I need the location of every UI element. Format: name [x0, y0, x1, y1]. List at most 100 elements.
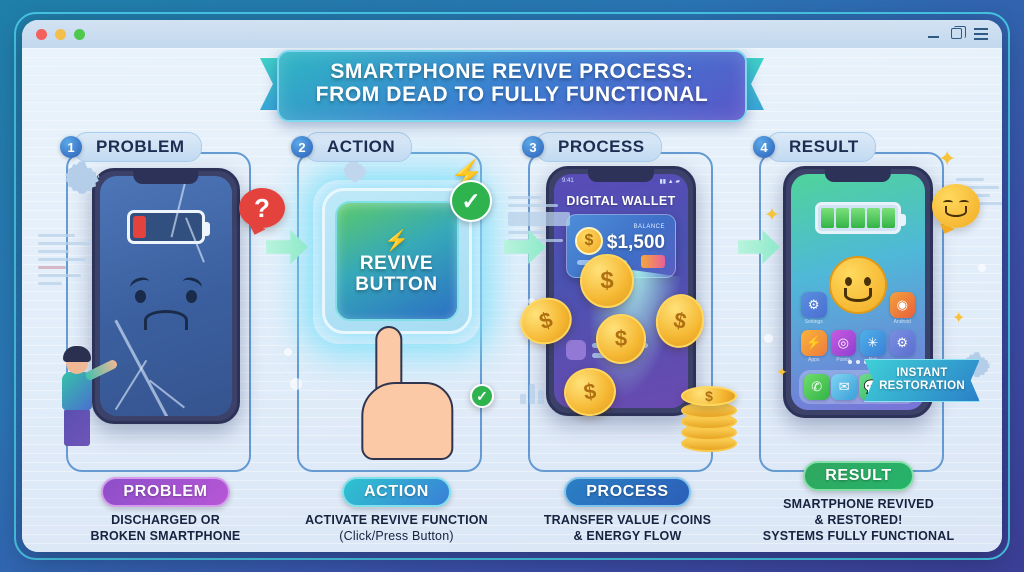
coin-icon: $	[580, 254, 634, 308]
caption-line-1: TRANSFER VALUE / COINS	[543, 513, 712, 527]
step-caption-process: TRANSFER VALUE / COINS & ENERGY FLOW	[512, 512, 743, 544]
step-number-badge: 2	[291, 136, 313, 158]
revive-button-frame: ⚡ REVIVE BUTTON	[321, 188, 472, 334]
app-label: Apps	[808, 357, 820, 363]
pointing-hand-icon	[353, 326, 457, 460]
step-footer-process: PROCESS TRANSFER VALUE / COINS & ENERGY …	[512, 477, 743, 544]
phone-screen: ⚙ Settings ◉ Android ⚡	[791, 174, 925, 410]
revive-button[interactable]: ⚡ REVIVE BUTTON	[334, 201, 459, 321]
step-header-result: 4 RESULT	[753, 132, 876, 162]
caption-line-3: SYSTEMS FULLY FUNCTIONAL	[762, 529, 955, 543]
card-chip	[641, 255, 665, 268]
code-block-decoration	[38, 234, 100, 290]
broken-phone-illustration	[92, 168, 240, 424]
step-number-badge: 4	[753, 136, 775, 158]
app-tile-points[interactable]: ◎ Points	[830, 330, 856, 363]
full-battery-icon	[815, 202, 906, 234]
phone-notch	[824, 169, 892, 182]
smiley-face-icon	[829, 256, 887, 314]
gear-icon: ⚙	[801, 292, 827, 318]
step-header-label: PROCESS	[535, 132, 662, 162]
step-number-badge: 1	[60, 136, 82, 158]
step-number-badge: 3	[522, 136, 544, 158]
sparkle-icon: ✦	[952, 310, 966, 327]
screen-crack	[114, 359, 148, 411]
zoom-button[interactable]	[74, 28, 85, 40]
step-art-problem: ?	[50, 162, 285, 454]
step-art-result: ⚙ Settings ◉ Android ⚡	[743, 162, 980, 454]
app-tile-net[interactable]: ✳ Net	[860, 330, 886, 363]
app-tile-extra[interactable]: ⚙	[889, 330, 915, 363]
step-header-action: 2 ACTION	[291, 132, 413, 162]
app-label: Android	[893, 319, 911, 325]
step-caption-problem: DISCHARGED OR BROKEN SMARTPHONE	[50, 512, 281, 544]
phone-notch	[587, 169, 655, 182]
phone-screen: 9:41 ▮▮ ▲ ▰ DIGITAL WALLET $ BALANCE $1,…	[554, 174, 688, 408]
camera-icon: ◉	[889, 292, 915, 318]
gear-icon	[65, 161, 100, 194]
status-icons: ▮▮ ▲ ▰	[659, 178, 681, 185]
app-grid: ⚙ Settings ◉ Android ⚡	[801, 292, 915, 363]
minimize-button[interactable]	[55, 28, 66, 40]
balance-label: BALANCE	[633, 224, 665, 230]
person-illustration	[50, 342, 119, 446]
sparkle-icon: ✦	[764, 205, 780, 226]
menu-icon[interactable]	[974, 25, 988, 42]
step-footer-problem: PROBLEM DISCHARGED OR BROKEN SMARTPHONE	[50, 477, 281, 544]
step-column-action: 2 ACTION ⚡ ⚡ REVIVE BUTTON ✓ ✓	[281, 128, 512, 546]
title-line-2: FROM DEAD TO FULLY FUNCTIONAL	[315, 83, 709, 107]
maximize-icon[interactable]	[951, 26, 966, 40]
coin-icon: $	[681, 386, 737, 406]
step-art-action: ⚡ ⚡ REVIVE BUTTON ✓ ✓	[281, 159, 512, 460]
app-tile-apps[interactable]: ⚡ Apps	[801, 330, 827, 363]
app-label: Settings	[804, 319, 823, 325]
app-window: ✦ ✦ ✦ ✦ SMARTPHONE REVIVE PROCESS: FROM …	[22, 20, 1002, 552]
gear-icon	[343, 159, 367, 182]
step-art-process: 9:41 ▮▮ ▲ ▰ DIGITAL WALLET $ BALANCE $1,…	[512, 162, 743, 454]
step-footer-result: RESULT SMARTPHONE REVIVED & RESTORED! SY…	[743, 461, 974, 544]
step-column-problem: 1 PROBLEM	[50, 128, 285, 546]
step-caption-result: SMARTPHONE REVIVED & RESTORED! SYSTEMS F…	[743, 496, 974, 544]
lightning-bolt-icon: ⚡	[384, 229, 409, 252]
step-header-process: 3 PROCESS	[522, 132, 662, 162]
sparkle-icon: ✦	[938, 146, 957, 171]
close-button[interactable]	[36, 28, 47, 40]
bokeh-dot	[284, 348, 292, 356]
low-battery-icon	[127, 210, 210, 244]
coin-stack	[681, 392, 737, 452]
mail-icon[interactable]: ✉	[831, 374, 858, 400]
phone-notch	[133, 171, 199, 184]
coin-icon: $	[575, 227, 603, 255]
step-column-result: 4 RESULT	[743, 128, 980, 546]
question-bubble: ?	[239, 188, 285, 228]
phone-screen	[100, 176, 232, 416]
ribbon-line-1: INSTANT	[896, 366, 948, 379]
coin-icon: $	[596, 314, 646, 364]
step-pill-action: ACTION	[342, 477, 451, 507]
app-tile-android[interactable]: ◉ Android	[889, 292, 915, 325]
revive-button-line-1: REVIVE	[359, 252, 434, 274]
bokeh-dot	[978, 264, 986, 272]
code-block-decoration	[508, 196, 570, 247]
step-pill-process: PROCESS	[564, 477, 691, 507]
caption-line-1: DISCHARGED OR	[111, 513, 220, 527]
bokeh-dot	[290, 378, 302, 390]
app-tile-settings[interactable]: ⚙ Settings	[801, 292, 827, 325]
step-header-label: RESULT	[766, 132, 876, 162]
target-icon: ◎	[830, 330, 856, 356]
phone-icon[interactable]: ✆	[803, 374, 830, 400]
phone-status-bar: 9:41 ▮▮ ▲ ▰	[554, 174, 688, 188]
revive-button-line-2: BUTTON	[355, 273, 438, 295]
instant-restoration-ribbon: INSTANT RESTORATION	[864, 358, 980, 402]
balance-value: $1,500	[606, 232, 665, 253]
step-column-process: 3 PROCESS 9:41 ▮▮ ▲ ▰ DIGITAL WALLET	[512, 128, 743, 546]
minimize-icon[interactable]	[928, 30, 939, 38]
window-controls	[928, 25, 988, 42]
window-titlebar	[22, 20, 1002, 48]
network-icon: ✳	[860, 330, 886, 356]
traffic-lights	[36, 28, 85, 40]
gear-icon: ⚙	[889, 330, 915, 356]
step-header-problem: 1 PROBLEM	[60, 132, 202, 162]
caption-line-2: & RESTORED!	[814, 513, 903, 527]
bar-chart-decoration	[520, 378, 544, 404]
